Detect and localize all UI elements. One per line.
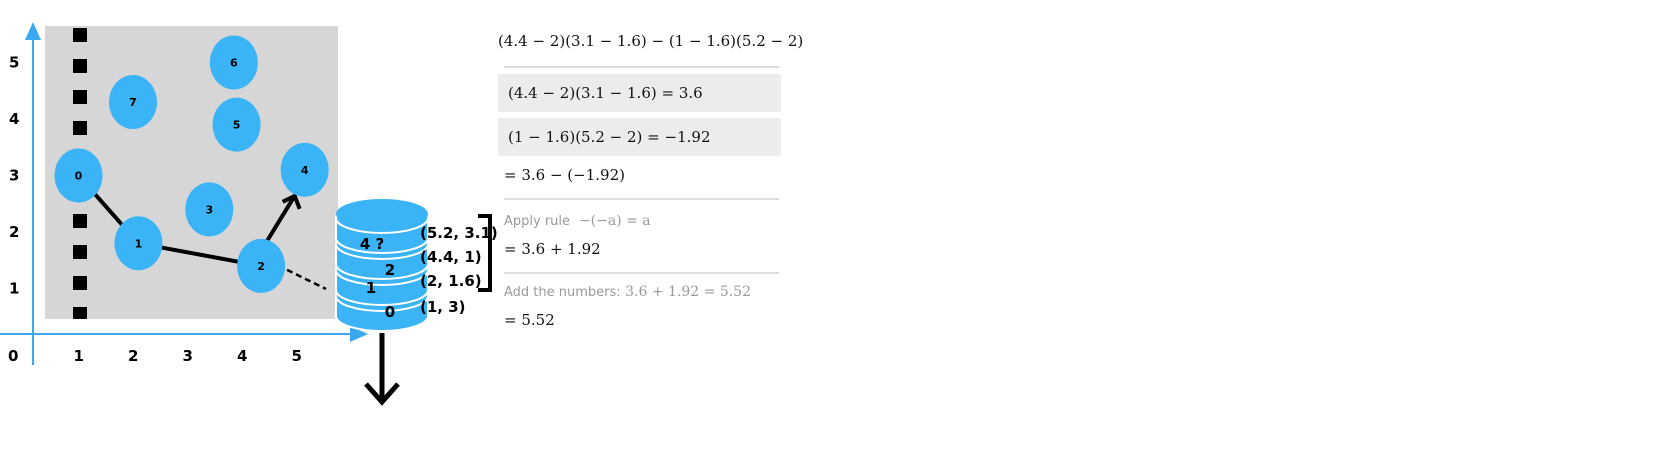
point-label: 3 (205, 203, 213, 216)
stack-bracket (478, 214, 492, 292)
divider (504, 66, 779, 68)
origin-label: 0 (8, 347, 18, 365)
point-label: 4 (301, 164, 309, 177)
x-tick-label: 2 (128, 347, 138, 365)
pop-arrow-head (364, 382, 400, 406)
step2-box: (1 − 1.6)(5.2 − 2) = −1.92 (498, 118, 781, 156)
point-circle (109, 75, 157, 130)
stack-coordinate: (2, 1.6) (420, 272, 482, 290)
point-label: 0 (75, 170, 83, 183)
point-label: 7 (129, 96, 137, 109)
point-node: 0 (54, 148, 103, 203)
point-node: 7 (109, 75, 157, 130)
add-expression: 3.6 + 1.92 = 5.52 (625, 284, 751, 300)
candidate-arrow-shaft (265, 194, 297, 242)
x-tick-label: 3 (183, 347, 193, 365)
dashed-connector (286, 268, 327, 291)
y-tick-label: 3 (9, 167, 19, 185)
rule-formula: −(−a) = a (578, 213, 651, 229)
point-circle (185, 182, 234, 237)
point-label: 2 (257, 260, 265, 273)
point-node: 3 (185, 182, 234, 237)
point-circle (280, 142, 329, 197)
divider (504, 198, 779, 200)
point-node: 5 (212, 97, 261, 152)
point-node: 4 (280, 142, 329, 197)
combined-line: = 3.6 − (−1.92) (504, 166, 625, 184)
x-tick-label: 5 (292, 347, 302, 365)
x-tick-label: 1 (74, 347, 84, 365)
stack-layer-label: 4 ? (360, 235, 384, 253)
divider (504, 272, 779, 274)
point-label: 1 (135, 237, 143, 250)
y-tick-label: 4 (9, 110, 19, 128)
stack-coordinate: (4.4, 1) (420, 248, 482, 266)
stack-top (336, 199, 428, 229)
point-node: 6 (209, 35, 258, 90)
step1-box: (4.4 − 2)(3.1 − 1.6) = 3.6 (498, 74, 781, 112)
point-circle (209, 35, 258, 90)
point-node: 1 (114, 216, 163, 271)
stack-layer-label: 2 (385, 261, 395, 279)
point-circle (237, 238, 286, 293)
result-line: = 5.52 (504, 311, 555, 329)
point-label: 5 (233, 119, 241, 132)
point-node: 2 (237, 238, 286, 293)
point-circle (212, 97, 261, 152)
point-label: 6 (230, 57, 238, 70)
x-tick-label: 4 (237, 347, 247, 365)
stack-coordinate: (5.2, 3.1) (420, 224, 498, 242)
point-circle (54, 148, 103, 203)
stack-layer-label: 0 (385, 303, 395, 321)
y-tick-label: 5 (9, 54, 19, 72)
stack-coordinate: (1, 3) (420, 298, 466, 316)
candidate-arrow-head (281, 193, 302, 210)
point-circle (114, 216, 163, 271)
step2-text: (1 − 1.6)(5.2 − 2) = −1.92 (508, 128, 711, 146)
step1-text: (4.4 − 2)(3.1 − 1.6) = 3.6 (508, 84, 703, 102)
y-tick-label: 1 (9, 280, 19, 298)
after-rule-line: = 3.6 + 1.92 (504, 240, 601, 258)
rule-note: Apply rule −(−a) = a (504, 213, 651, 229)
cross-product-expression: (4.4 − 2)(3.1 − 1.6) − (1 − 1.6)(5.2 − 2… (498, 32, 804, 50)
y-tick-label: 2 (9, 223, 19, 241)
stack-layer-label: 1 (366, 279, 376, 297)
add-note: Add the numbers: 3.6 + 1.92 = 5.52 (504, 284, 751, 300)
